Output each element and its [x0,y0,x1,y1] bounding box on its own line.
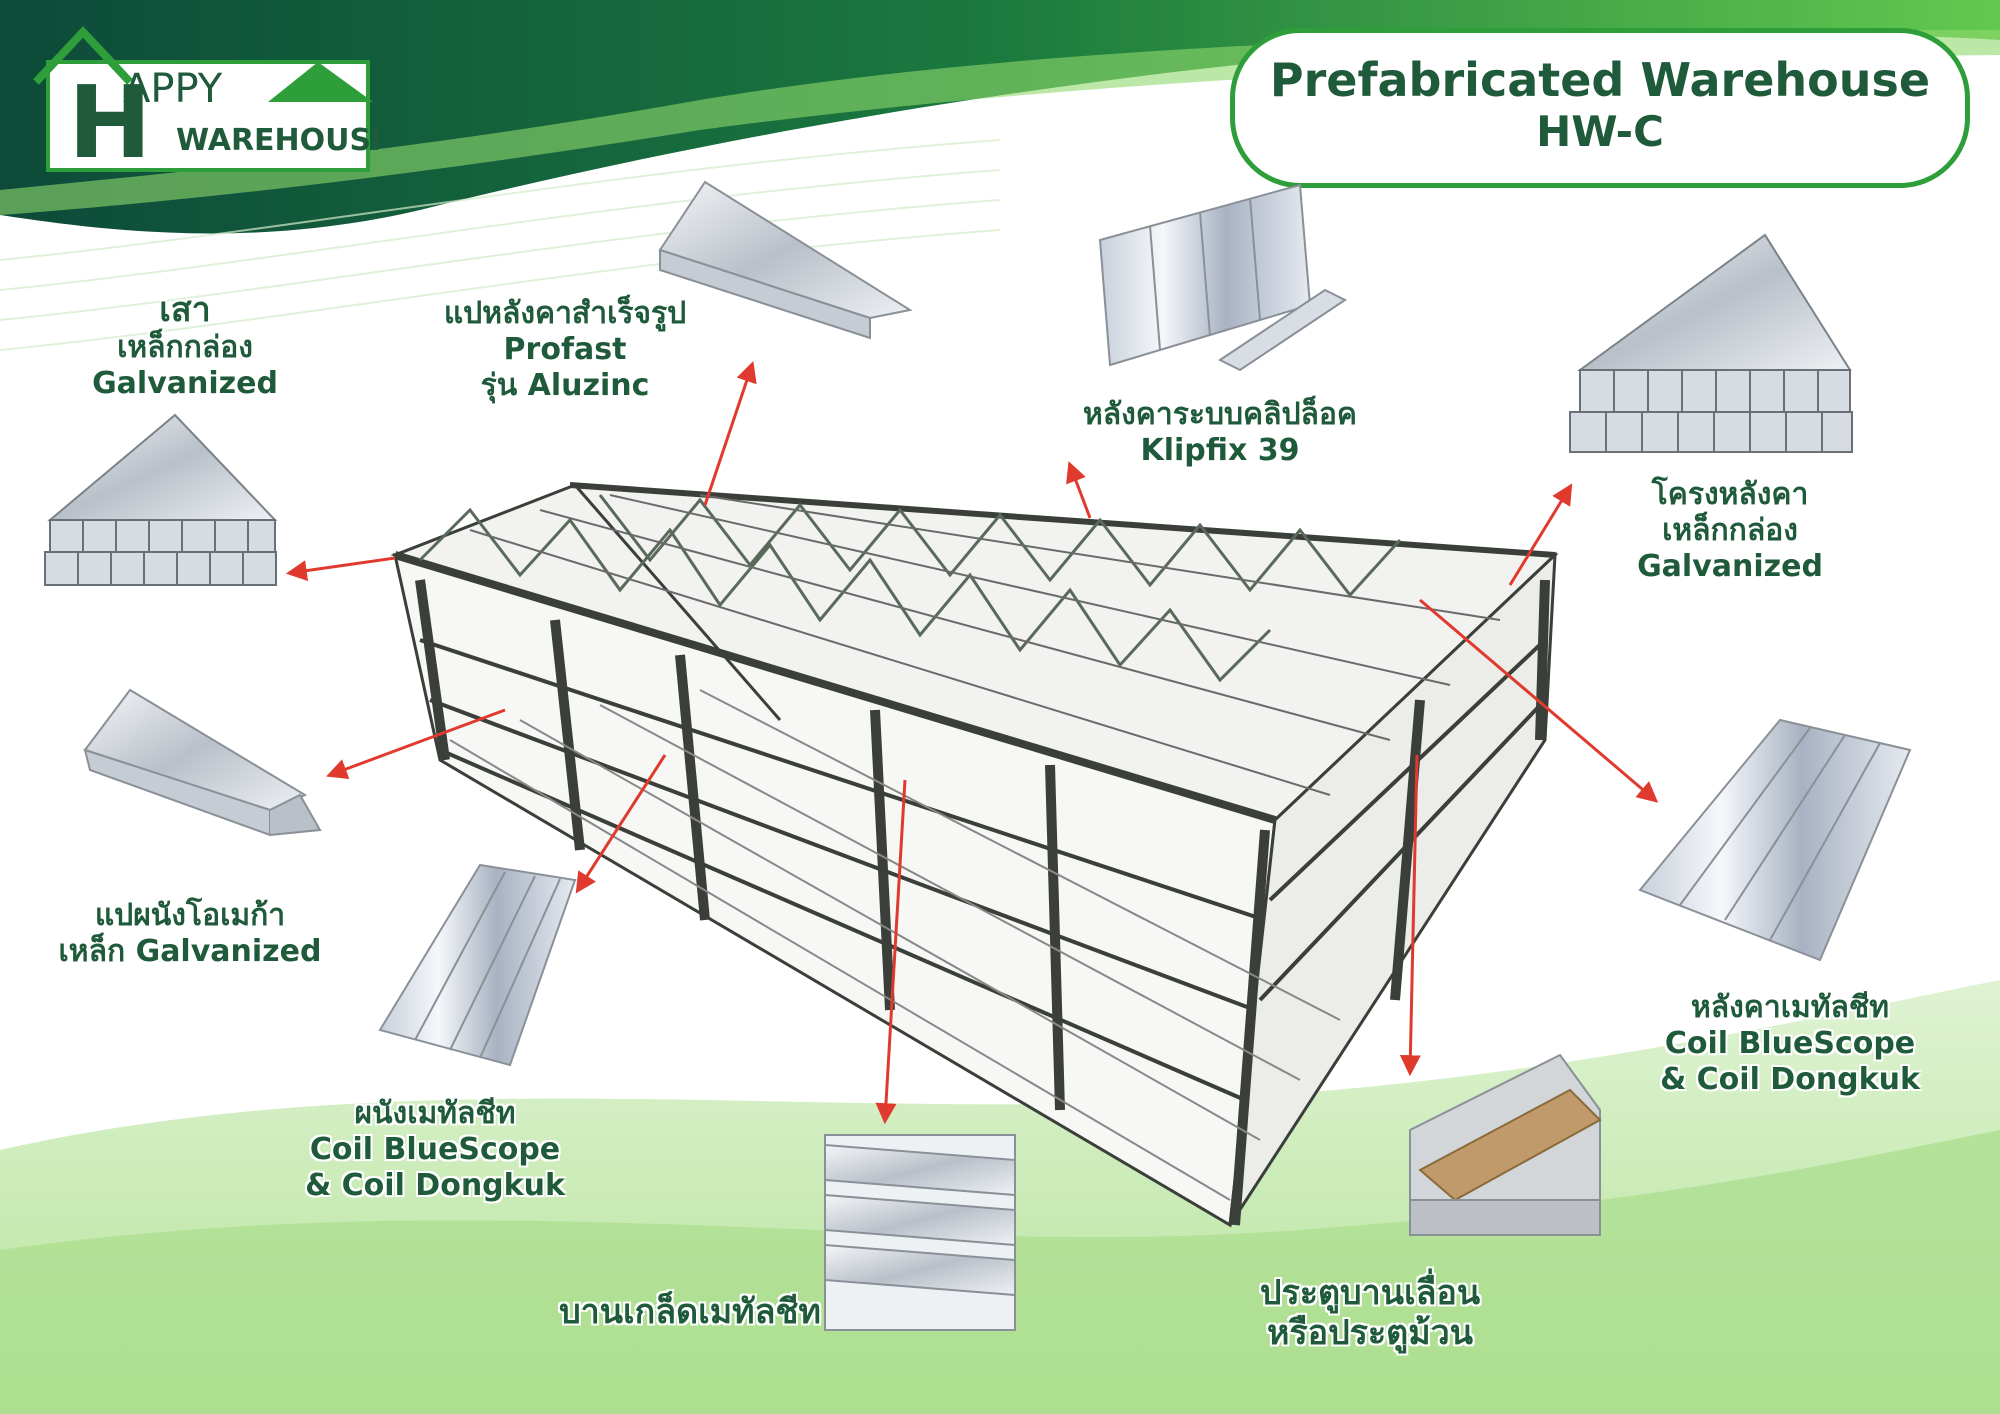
label-clip-lock-l2: Klipfix 39 [1140,433,1300,468]
label-wall-purlin-l1: แปผนังโอเมก้า [94,898,286,933]
warehouse-frame [390,482,1559,1228]
label-column-l3: Galvanized [92,366,278,401]
title-box: Prefabricated Warehouse HW-C [1230,28,1970,188]
logo-text-1: APPY [123,66,223,112]
louver-panel [824,1134,1016,1331]
label-column-l1: เสา [159,290,211,330]
label-roof-frame-l3: Galvanized [1637,549,1823,584]
roof-frame-box-tubes [1569,233,1853,453]
label-door-l2: หรือประตูม้วน [1266,1313,1474,1353]
label-roof-purlin-l1: แปหลังคาสำเร็จรูป [443,296,687,331]
label-roof-purlin: แปหลังคาสำเร็จรูป Profast รุ่น Aluzinc [405,296,725,404]
callout-arrows [285,361,1659,1125]
rolling-door [1409,1053,1602,1236]
label-roof-sheet-l3: & Coil Dongkuk [1660,1062,1920,1097]
label-column-l2: เหล็กกล่อง [117,330,253,365]
label-roof-frame-l2: เหล็กกล่อง [1662,513,1798,548]
label-wall-purlin: แปผนังโอเมก้า เหล็ก Galvanized [35,898,345,970]
label-louver-l1: บานเกล็ดเมทัลชีท [559,1292,821,1332]
label-roof-sheet: หลังคาเมทัลชีท Coil BlueScope & Coil Don… [1640,990,1940,1098]
label-wall-sheet-l3: & Coil Dongkuk [305,1168,565,1203]
logo-letter: H [68,64,152,172]
label-roof-sheet-l1: หลังคาเมทัลชีท [1690,990,1890,1025]
roof-purlin-profile [658,180,913,340]
roof-metal-sheet [1638,718,1912,962]
label-louver: บานเกล็ดเมทัลชีท [520,1292,860,1332]
label-roof-sheet-l2: Coil BlueScope [1664,1026,1916,1061]
label-wall-sheet: ผนังเมทัลชีท Coil BlueScope & Coil Dongk… [285,1096,585,1204]
label-clip-lock: หลังคาระบบคลิปล็อค Klipfix 39 [1040,397,1400,469]
label-door: ประตูบานเลื่อน หรือประตูม้วน [1200,1273,1540,1353]
label-roof-frame-l1: โครงหลังคา [1651,477,1809,512]
label-wall-purlin-l2: เหล็ก Galvanized [58,934,322,969]
label-wall-sheet-l2: Coil BlueScope [309,1132,561,1167]
clip-lock-sheet [1098,183,1347,372]
logo: H APPY WAREHOUSE [33,26,378,172]
wall-metal-sheet [378,863,577,1067]
page-subtitle: HW-C [1536,107,1664,156]
label-column: เสา เหล็กกล่อง Galvanized [60,290,310,402]
wall-purlin-profile [83,688,322,837]
label-roof-purlin-l2: Profast [503,332,627,367]
label-roof-purlin-l3: รุ่น Aluzinc [480,368,650,403]
label-wall-sheet-l1: ผนังเมทัลชีท [354,1096,516,1131]
logo-text-2: WAREHOUSE [176,123,378,158]
column-box-tubes [44,413,278,586]
label-roof-frame: โครงหลังคา เหล็กกล่อง Galvanized [1600,477,1860,585]
label-clip-lock-l1: หลังคาระบบคลิปล็อค [1083,397,1357,432]
page-title: Prefabricated Warehouse [1269,53,1931,107]
label-door-l1: ประตูบานเลื่อน [1259,1273,1481,1313]
